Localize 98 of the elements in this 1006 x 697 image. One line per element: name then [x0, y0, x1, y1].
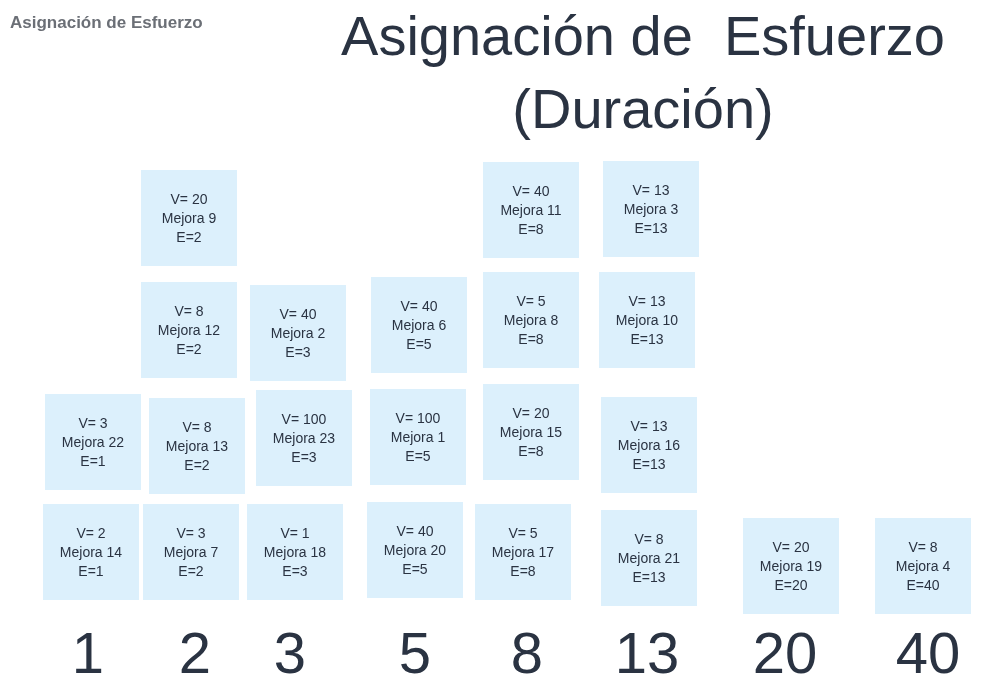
- note-text: V= 5: [516, 291, 546, 311]
- note-text: Mejora 6: [391, 315, 447, 335]
- note-text: E=13: [634, 218, 668, 238]
- note-text: Mejora 14: [59, 542, 123, 562]
- sticky-note: [247, 504, 343, 600]
- note-text: Mejora 7: [163, 542, 219, 562]
- note-text: V= 20: [772, 537, 810, 557]
- note-text: E=2: [178, 561, 204, 581]
- note-text: V= 100: [281, 409, 327, 429]
- note-text: E=2: [176, 227, 202, 247]
- sticky-note: [483, 272, 579, 368]
- note-text: E=13: [632, 567, 666, 587]
- note-text: Mejora 18: [263, 542, 327, 562]
- note-text: E=3: [285, 342, 311, 362]
- note-text: E=2: [184, 455, 210, 475]
- sticky-note: [483, 162, 579, 258]
- column-number: 20: [752, 619, 818, 687]
- sticky-note: [475, 504, 571, 600]
- note-text: V= 8: [174, 301, 204, 321]
- note-text: Mejora 17: [491, 542, 555, 562]
- note-text: V= 13: [630, 416, 668, 436]
- note-text: Mejora 16: [617, 435, 681, 455]
- sticky-note: [601, 510, 697, 606]
- note-text: E=5: [405, 446, 431, 466]
- column-number: 3: [273, 619, 307, 687]
- sticky-note: [141, 282, 237, 378]
- note-text: V= 8: [182, 417, 212, 437]
- note-text: Mejora 2: [270, 323, 326, 343]
- column-number: 2: [178, 619, 212, 687]
- note-text: V= 5: [508, 523, 538, 543]
- note-text: V= 8: [908, 537, 938, 557]
- note-text: Mejora 10: [615, 310, 679, 330]
- column-number: 5: [398, 619, 432, 687]
- note-text: Mejora 9: [161, 208, 217, 228]
- note-text: V= 13: [628, 291, 666, 311]
- note-text: Mejora 11: [500, 200, 562, 220]
- note-text: Mejora 19: [759, 556, 823, 576]
- note-text: E=8: [510, 561, 536, 581]
- note-text: Mejora 1: [390, 427, 446, 447]
- note-text: V= 20: [512, 403, 550, 423]
- note-text: V= 100: [395, 408, 441, 428]
- note-text: V= 8: [634, 529, 664, 549]
- note-text: V= 40: [512, 181, 550, 201]
- note-text: Mejora 12: [157, 320, 221, 340]
- note-text: V= 13: [632, 180, 670, 200]
- note-text: V= 1: [280, 523, 310, 543]
- note-text: Mejora 4: [895, 556, 951, 576]
- note-text: V= 3: [176, 523, 206, 543]
- sticky-note: [371, 277, 467, 373]
- note-text: Mejora 8: [503, 310, 559, 330]
- note-text: E=13: [632, 454, 666, 474]
- sticky-note: [256, 390, 352, 486]
- note-text: Mejora 3: [623, 199, 679, 219]
- note-text: Mejora 21: [617, 548, 681, 568]
- note-text: E=8: [518, 219, 544, 239]
- sticky-note: [43, 504, 139, 600]
- note-text: E=2: [176, 339, 202, 359]
- sticky-note: [143, 504, 239, 600]
- note-text: E=5: [402, 559, 428, 579]
- sticky-note: [45, 394, 141, 490]
- note-text: E=3: [291, 447, 317, 467]
- note-text: E=8: [518, 329, 544, 349]
- note-text: V= 40: [279, 304, 317, 324]
- sticky-note: [141, 170, 237, 266]
- note-text: E=8: [518, 441, 544, 461]
- column-number: 13: [614, 619, 680, 687]
- note-text: E=1: [80, 451, 106, 471]
- note-text: V= 20: [170, 189, 208, 209]
- note-text: V= 3: [78, 413, 108, 433]
- sticky-note: [367, 502, 463, 598]
- sticky-note: [743, 518, 839, 614]
- sticky-note: [149, 398, 245, 494]
- note-text: V= 40: [400, 296, 438, 316]
- board-name: Asignación de Esfuerzo: [10, 12, 203, 34]
- note-text: E=1: [78, 561, 104, 581]
- note-text: Mejora 22: [61, 432, 125, 452]
- note-text: E=40: [906, 575, 940, 595]
- sticky-note: [599, 272, 695, 368]
- note-text: Mejora 13: [165, 436, 229, 456]
- note-text: V= 40: [396, 521, 434, 541]
- note-text: V= 2: [76, 523, 106, 543]
- sticky-note: [875, 518, 971, 614]
- note-text: Mejora 23: [272, 428, 336, 448]
- note-text: Mejora 15: [499, 422, 563, 442]
- sticky-note: [603, 161, 699, 257]
- column-number: 8: [510, 619, 544, 687]
- sticky-note: [483, 384, 579, 480]
- note-text: E=20: [774, 575, 808, 595]
- title: Asignación de Esfuerzo (Duración): [340, 3, 946, 142]
- note-text: E=13: [630, 329, 664, 349]
- note-text: E=5: [406, 334, 432, 354]
- note-text: E=3: [282, 561, 308, 581]
- note-text: Mejora 20: [383, 540, 447, 560]
- sticky-note: [250, 285, 346, 381]
- column-number: 40: [895, 619, 961, 687]
- sticky-note: [370, 389, 466, 485]
- sticky-note: [601, 397, 697, 493]
- column-number: 1: [71, 619, 105, 687]
